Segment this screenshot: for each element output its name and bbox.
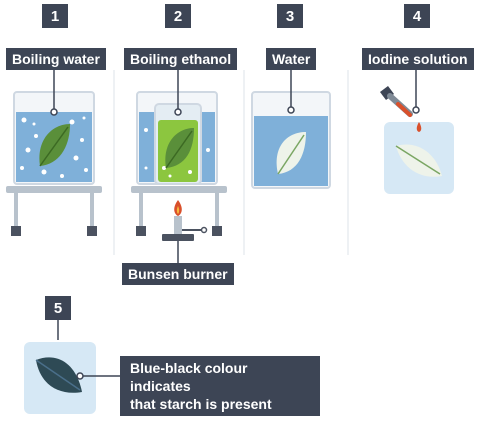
label-boiling-ethanol: Boiling ethanol xyxy=(124,48,238,70)
label-boiling-water: Boiling water xyxy=(6,48,106,70)
step-number-2: 2 xyxy=(165,4,191,28)
step-number-5: 5 xyxy=(45,296,71,320)
pointer-dot xyxy=(287,106,295,114)
tripod-top xyxy=(6,186,102,193)
pointer-dot xyxy=(174,108,182,116)
tripod-leg xyxy=(90,193,94,227)
tripod-foot xyxy=(11,226,21,236)
conclusion-text: Blue-black colour indicates that starch … xyxy=(120,356,320,416)
tripod-leg xyxy=(139,193,143,227)
pointer-dot xyxy=(412,106,420,114)
tripod-foot xyxy=(212,226,222,236)
pointer-dot xyxy=(76,372,84,380)
iodine-drop xyxy=(416,122,422,132)
bunsen-burner-icon xyxy=(162,200,208,241)
label-iodine-solution: Iodine solution xyxy=(362,48,474,70)
tripod-foot xyxy=(136,226,146,236)
leaf-icon xyxy=(39,124,70,167)
tripod-leg xyxy=(14,193,18,227)
bubbles xyxy=(20,116,88,178)
label-bunsen-burner: Bunsen burner xyxy=(122,263,234,285)
tripod-leg xyxy=(215,193,219,227)
leaf-icon xyxy=(35,357,82,393)
dropper-icon xyxy=(380,86,413,117)
bubbles xyxy=(144,128,210,178)
step-number-4: 4 xyxy=(404,4,430,28)
step3-apparatus xyxy=(251,70,331,189)
step1-apparatus xyxy=(6,70,102,236)
tripod-top xyxy=(131,186,227,193)
pointer-dot xyxy=(50,108,58,116)
step5-apparatus xyxy=(24,320,120,414)
leaf-icon xyxy=(165,128,194,169)
tripod-foot xyxy=(87,226,97,236)
step2-apparatus xyxy=(131,70,227,263)
label-water: Water xyxy=(266,48,317,70)
leaf-icon xyxy=(395,144,442,177)
step-number-1: 1 xyxy=(42,4,68,28)
leaf-icon xyxy=(276,132,306,175)
step4-apparatus xyxy=(380,70,454,194)
step-number-3: 3 xyxy=(277,4,303,28)
